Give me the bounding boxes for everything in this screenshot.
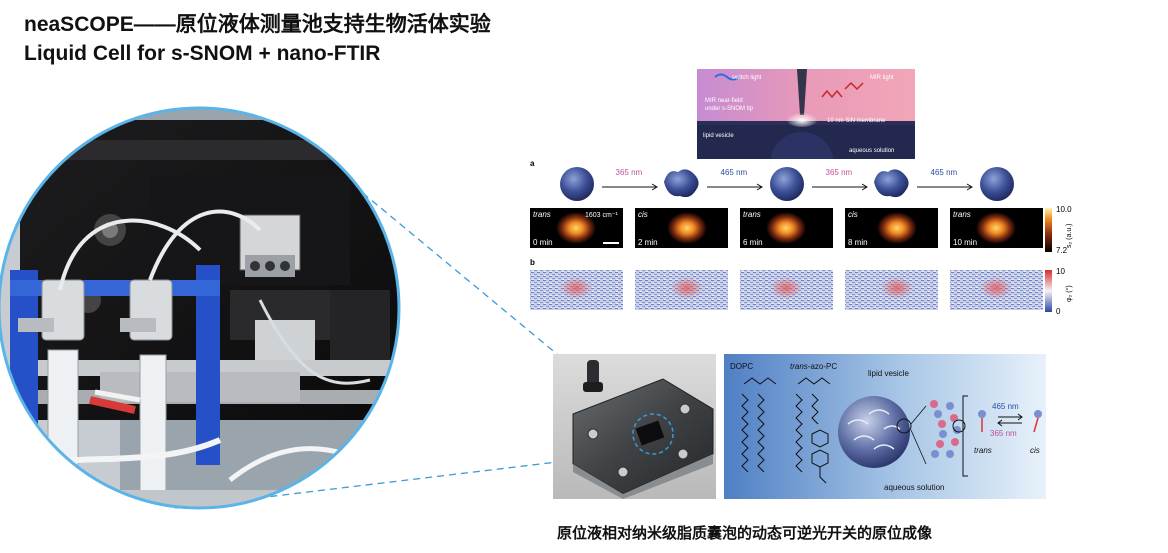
diagram-trans-label: trans: [974, 446, 992, 455]
s2-time-label: 10 min: [953, 238, 977, 247]
vesicle-row: 365 nm 465 nm 365 nm 465 nm: [560, 167, 1014, 201]
phase-signal-blob: [980, 277, 1012, 299]
sequence-arrowhead: [966, 183, 973, 191]
page-title-cn: neaSCOPE——原位液体测量池支持生物活体实验: [24, 13, 491, 36]
vesicle-cis-icon: [874, 169, 909, 198]
diagram-465nm: 465 nm: [992, 402, 1019, 411]
diagram-365nm: 365 nm: [990, 429, 1017, 438]
s2-time-label: 2 min: [638, 238, 658, 247]
phase-colorbar: [1045, 270, 1052, 312]
vesicle-trans-icon: [770, 167, 804, 201]
schematic-membrane: 10 nm SiN membrane: [827, 118, 886, 124]
schematic-lipid-vesicle: lipid vesicle: [703, 133, 734, 139]
s2-signal-blob: [877, 212, 917, 244]
page-title-en: Liquid Cell for s-SNOM + nano-FTIR: [24, 42, 381, 65]
phase-scale-label: φ₂ (°): [1065, 285, 1073, 302]
s2-image-row: trans 0 min 1603 cm⁻¹ cis 2 min trans 6 min cis…: [530, 208, 1043, 248]
s2-time-label: 6 min: [743, 238, 763, 247]
s2-time-label: 0 min: [533, 238, 553, 247]
switching-sequence-figure: a b 365 nm 465 nm 365 nm 465 nm trans 0 min 1…: [530, 160, 1073, 316]
s2-state-label: cis: [848, 210, 858, 219]
s2-scale-min: 7.2: [1056, 246, 1068, 255]
schematic-under-tip: under s-SNOM tip: [705, 106, 754, 112]
sequence-arrowhead: [651, 183, 658, 191]
liquid-cell-schematic: switch light MIR light MIR near-field un…: [697, 69, 915, 159]
wavelength-label: 465 nm: [721, 168, 748, 177]
wavelength-label: 465 nm: [931, 168, 958, 177]
diagram-cis-label: cis: [1030, 446, 1040, 455]
phase-scale-min: 0: [1056, 307, 1061, 316]
s2-state-label: cis: [638, 210, 648, 219]
diagram-lipid-vesicle: lipid vesicle: [868, 369, 909, 378]
s2-signal-blob: [766, 212, 806, 244]
s2-wavenumber-label: 1603 cm⁻¹: [585, 212, 619, 219]
schematic-aqueous: aqueous solution: [849, 148, 894, 154]
phase-signal-blob: [770, 277, 802, 299]
s2-state-label: trans: [953, 210, 971, 219]
azo-pc-vesicle-diagram: DOPC trans-azo-PC lipid vesicle 465 nm 3…: [724, 354, 1046, 499]
phase-signal-blob: [881, 277, 913, 299]
sequence-arrowhead: [756, 183, 763, 191]
diagram-aqueous: aqueous solution: [884, 483, 945, 492]
photo-circle-frame: [0, 106, 401, 510]
s2-time-label: 8 min: [848, 238, 868, 247]
sequence-arrowhead: [861, 183, 868, 191]
s2-scale-max: 10.0: [1056, 205, 1072, 214]
phase-signal-blob: [560, 277, 592, 299]
s2-signal-blob: [556, 212, 596, 244]
vesicle-trans-icon: [560, 167, 594, 201]
phase-scale-max: 10: [1056, 267, 1065, 276]
figure-caption: 原位液相对纳米级脂质囊泡的动态可逆光开关的原位成像: [557, 525, 933, 542]
panel-b-label: b: [530, 258, 535, 267]
phase-signal-blob: [671, 277, 703, 299]
wavelength-label: 365 nm: [616, 168, 643, 177]
s2-state-label: trans: [743, 210, 761, 219]
schematic-near-field: MIR near-field: [705, 98, 743, 104]
vesicle-cis-icon: [664, 169, 699, 198]
holder-zoom-circle: [632, 413, 674, 455]
s2-state-label: trans: [533, 210, 551, 219]
liquid-cell-holder-photo: [553, 354, 716, 499]
scale-bar: [603, 242, 619, 244]
s2-colorbar: [1045, 208, 1052, 252]
s2-scale-label: s₂ (a.u.): [1066, 224, 1073, 249]
lipid-vesicle-icon: [838, 396, 910, 468]
s2-signal-blob: [667, 212, 707, 244]
panel-a-label: a: [530, 160, 535, 168]
s2-signal-blob: [976, 212, 1016, 244]
azo-pc-label: trans-azo-PC: [790, 362, 837, 371]
wavelength-label: 365 nm: [826, 168, 853, 177]
vesicle-trans-icon: [980, 167, 1014, 201]
schematic-mir-light: MIR light: [870, 75, 894, 81]
phase-image-row: [530, 270, 1043, 310]
schematic-switch-light: switch light: [732, 75, 762, 81]
dopc-label: DOPC: [730, 362, 753, 371]
